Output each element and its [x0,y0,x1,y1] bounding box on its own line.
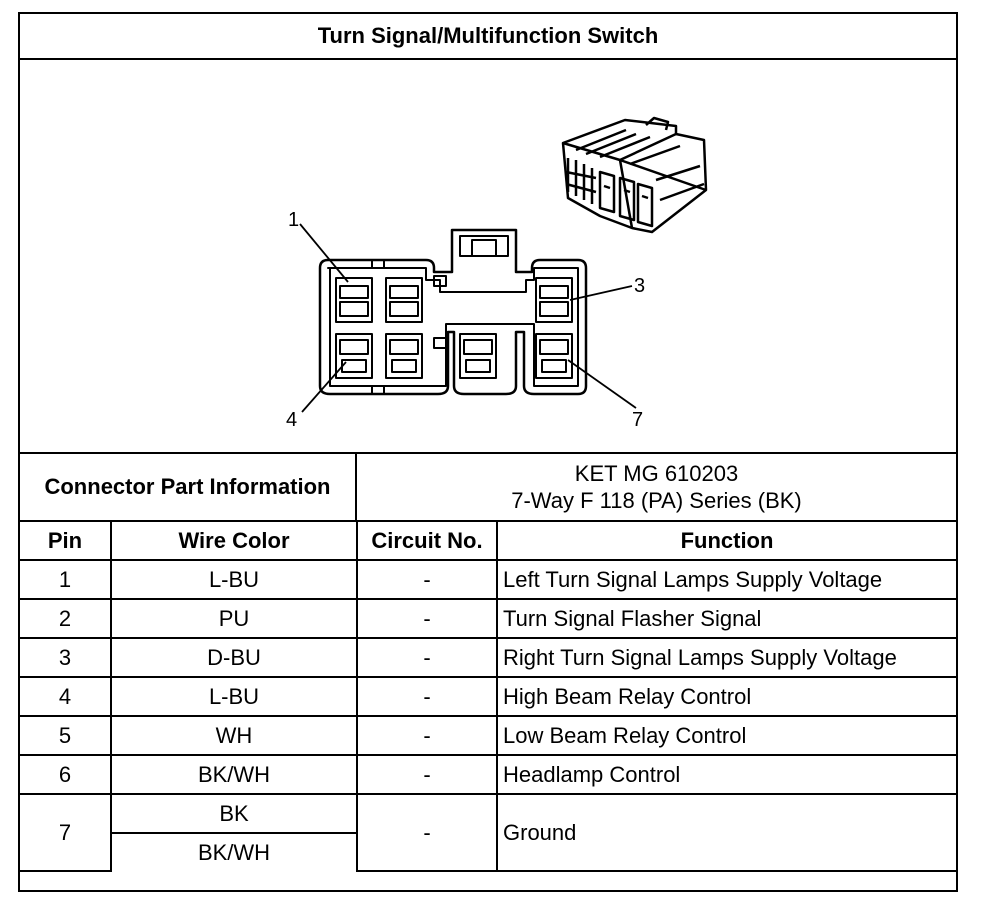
table-row: 4 L-BU - High Beam Relay Control [20,676,956,717]
pin-function: Low Beam Relay Control [496,715,956,756]
circuit-number: - [356,559,498,600]
pin-number: 7 [20,793,112,872]
part-number: KET MG 610203 [574,461,739,486]
callout-leaders [299,223,637,413]
pinout-table: Pin Wire Color Circuit No. Function 1 L-… [20,522,956,872]
connector-series: 7-Way F 118 (PA) Series (BK) [511,488,802,513]
table-header-row: Pin Wire Color Circuit No. Function [20,522,956,561]
pin-function: Headlamp Control [496,754,956,795]
pin-function: Right Turn Signal Lamps Supply Voltage [496,637,956,678]
wire-color: L-BU [110,559,358,600]
wire-color: WH [110,715,358,756]
pin-function: Left Turn Signal Lamps Supply Voltage [496,559,956,600]
circuit-number: - [356,793,498,872]
pin-number: 5 [20,715,112,756]
connector-part-info-label: Connector Part Information [20,454,357,520]
callout-1: 1 [288,209,299,231]
pin-function: Ground [496,793,956,872]
table-row: 7 BK - Ground [20,793,956,872]
callout-3: 3 [634,275,645,297]
circuit-number: - [356,715,498,756]
callout-7: 7 [632,409,643,431]
header-circuit-no: Circuit No. [356,522,498,561]
table-row: 5 WH - Low Beam Relay Control [20,715,956,756]
pin-number: 6 [20,754,112,795]
connector-isometric-view [561,116,708,234]
table-row: 6 BK/WH - Headlamp Control [20,754,956,795]
wire-color: L-BU [110,676,358,717]
connector-diagram: 1 3 4 7 [286,116,708,431]
pin-number: 3 [20,637,112,678]
table-row: BK/WH [20,832,956,871]
wire-color: BK [110,793,358,834]
wire-color: PU [110,598,358,639]
connector-figure: 1 3 4 7 [20,60,956,452]
lower-cavities [335,333,573,379]
pin-number: 1 [20,559,112,600]
sheet-title: Turn Signal/Multifunction Switch [20,14,956,60]
connector-part-info-value: KET MG 610203 7-Way F 118 (PA) Series (B… [357,454,956,520]
table-row: 2 PU - Turn Signal Flasher Signal [20,598,956,639]
connector-face-outline [318,228,588,396]
pin-function: High Beam Relay Control [496,676,956,717]
wire-color: D-BU [110,637,358,678]
table-row: 1 L-BU - Left Turn Signal Lamps Supply V… [20,559,956,600]
header-function: Function [496,522,956,561]
connector-part-info: Connector Part Information KET MG 610203… [20,452,956,522]
wire-color-secondary: BK/WH [111,832,358,871]
circuit-number: - [356,598,498,639]
table-row: 3 D-BU - Right Turn Signal Lamps Supply … [20,637,956,678]
circuit-number: - [356,637,498,678]
header-pin: Pin [20,522,112,561]
callout-4: 4 [286,409,297,431]
pin-number: 4 [20,676,112,717]
wire-color: BK/WH [110,754,358,795]
header-wire-color: Wire Color [110,522,358,561]
connector-sheet: Turn Signal/Multifunction Switch [18,12,958,892]
upper-cavities [335,277,573,323]
circuit-number: - [356,754,498,795]
circuit-number: - [356,676,498,717]
pin-function: Turn Signal Flasher Signal [496,598,956,639]
pin-number: 2 [20,598,112,639]
